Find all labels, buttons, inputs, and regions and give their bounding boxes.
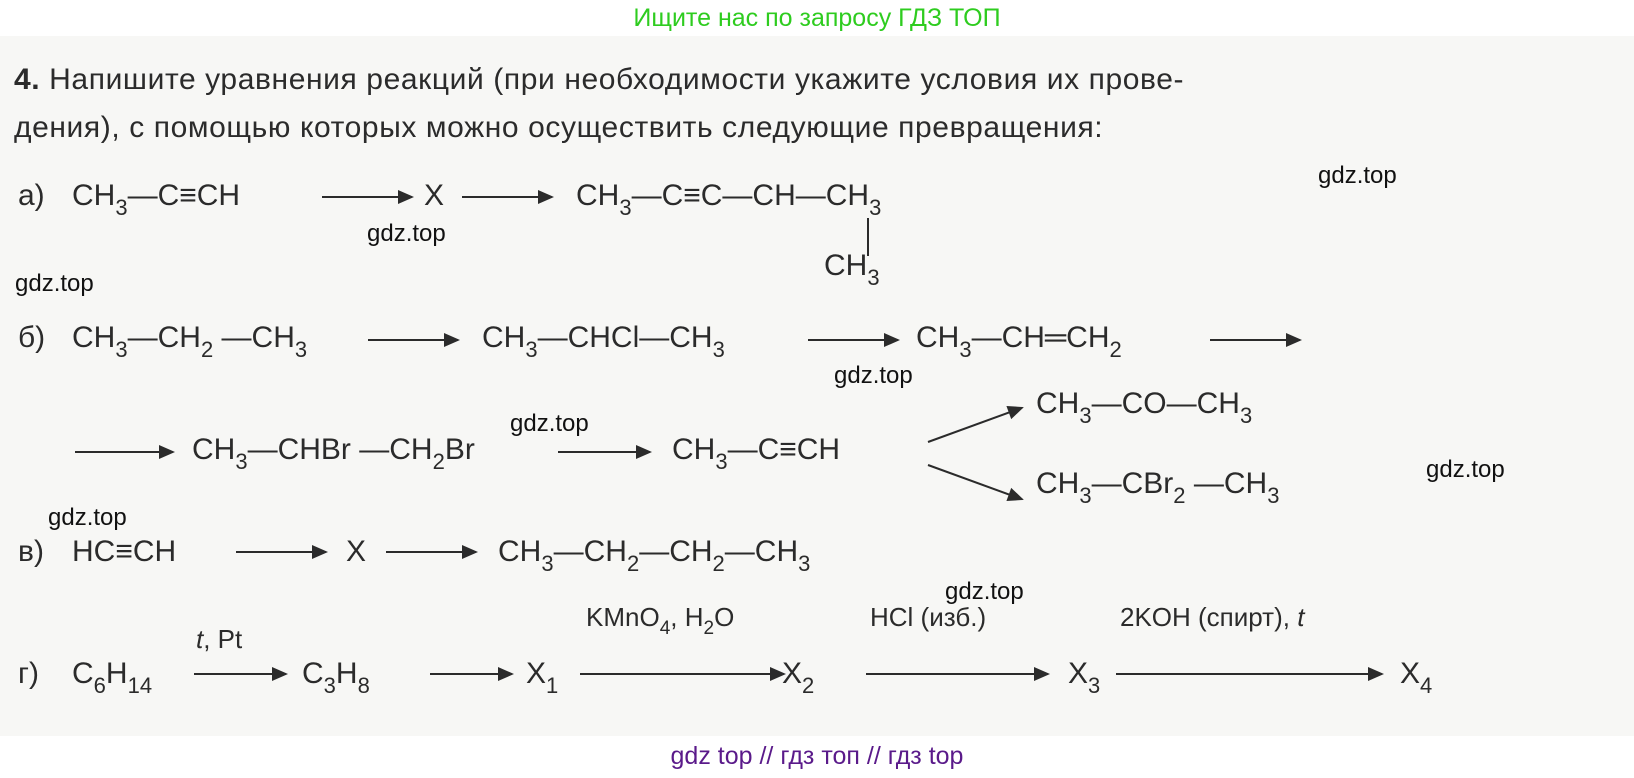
reaction-g-x3: X3 bbox=[1068, 657, 1101, 698]
arrow-icon bbox=[386, 545, 478, 559]
reaction-b-s5: CH3—C≡CH bbox=[672, 433, 841, 474]
condition-1: t, Pt bbox=[196, 624, 243, 654]
reaction-b-label: б) bbox=[18, 321, 46, 354]
watermark: gdz.top bbox=[510, 410, 589, 437]
reaction-v-start: HC≡CH bbox=[72, 535, 177, 568]
reaction-g-s2: C3H8 bbox=[302, 657, 370, 698]
search-banner: Ищите нас по запросу ГДЗ ТОП bbox=[633, 4, 1001, 32]
watermark: gdz.top bbox=[48, 504, 127, 531]
reaction-g-label: г) bbox=[18, 657, 39, 690]
arrow-icon bbox=[1116, 667, 1384, 681]
reaction-g-x1: X1 bbox=[526, 657, 559, 698]
reaction-b-branch-top: CH3—CO—CH3 bbox=[1036, 387, 1253, 428]
watermark: gdz.top bbox=[1318, 162, 1397, 189]
branch-bond bbox=[867, 218, 869, 256]
reaction-b-s2: CH3—CHCl—CH3 bbox=[482, 321, 725, 362]
arrow-icon bbox=[75, 445, 175, 459]
arrow-icon bbox=[808, 333, 900, 347]
reaction-a-label: а) bbox=[18, 179, 45, 212]
arrow-icon bbox=[866, 667, 1050, 681]
reaction-a-branch: CH3 bbox=[824, 249, 880, 290]
arrow-icon bbox=[194, 667, 288, 681]
footer-banner: gdz top // гдз топ // гдз top bbox=[670, 742, 964, 770]
condition-2: KMnO4, H2O bbox=[586, 602, 735, 639]
watermark: gdz.top bbox=[1426, 456, 1505, 483]
arrow-icon bbox=[322, 190, 414, 204]
arrow-icon bbox=[462, 190, 554, 204]
reaction-a-start: CH3—C≡CH bbox=[72, 179, 241, 220]
arrow-icon bbox=[1210, 333, 1302, 347]
task-line-1: 4. Напишите уравнения реакций (при необх… bbox=[14, 62, 1184, 98]
textbook-page bbox=[0, 36, 1634, 736]
watermark: gdz.top bbox=[834, 362, 913, 389]
watermark: gdz.top bbox=[15, 270, 94, 297]
arrow-icon bbox=[558, 445, 652, 459]
reaction-b-s4: CH3—CHBr —CH2Br bbox=[192, 433, 475, 474]
reaction-v-label: в) bbox=[18, 535, 44, 568]
reaction-a-product: CH3—C≡C—CH—CH3 bbox=[576, 179, 882, 220]
reaction-g-s1: C6H14 bbox=[72, 657, 153, 698]
reaction-b-s3: CH3—CH═CH2 bbox=[916, 321, 1122, 362]
reaction-v-product: CH3—CH2—CH2—CH3 bbox=[498, 535, 811, 576]
task-text-1: Напишите уравнения реакций (при необходи… bbox=[40, 63, 1185, 96]
arrow-icon bbox=[430, 667, 514, 681]
arrow-icon bbox=[580, 667, 786, 681]
watermark: gdz.top bbox=[945, 578, 1024, 605]
task-number: 4. bbox=[14, 63, 41, 96]
reaction-v-x: X bbox=[346, 535, 367, 568]
arrow-icon bbox=[368, 333, 460, 347]
reaction-g-x2: X2 bbox=[782, 657, 815, 698]
condition-3: HCl (изб.) bbox=[870, 602, 987, 632]
reaction-g-x4: X4 bbox=[1400, 657, 1433, 698]
reaction-b-branch-bottom: CH3—CBr2 —CH3 bbox=[1036, 467, 1280, 508]
reaction-a-x: X bbox=[424, 179, 445, 212]
condition-4: 2KOH (спирт), t bbox=[1120, 602, 1305, 632]
task-line-2: дения), с помощью которых можно осуществ… bbox=[14, 111, 1104, 144]
watermark: gdz.top bbox=[367, 220, 446, 247]
reaction-b-s1: CH3—CH2 —CH3 bbox=[72, 321, 308, 362]
arrow-icon bbox=[236, 545, 328, 559]
